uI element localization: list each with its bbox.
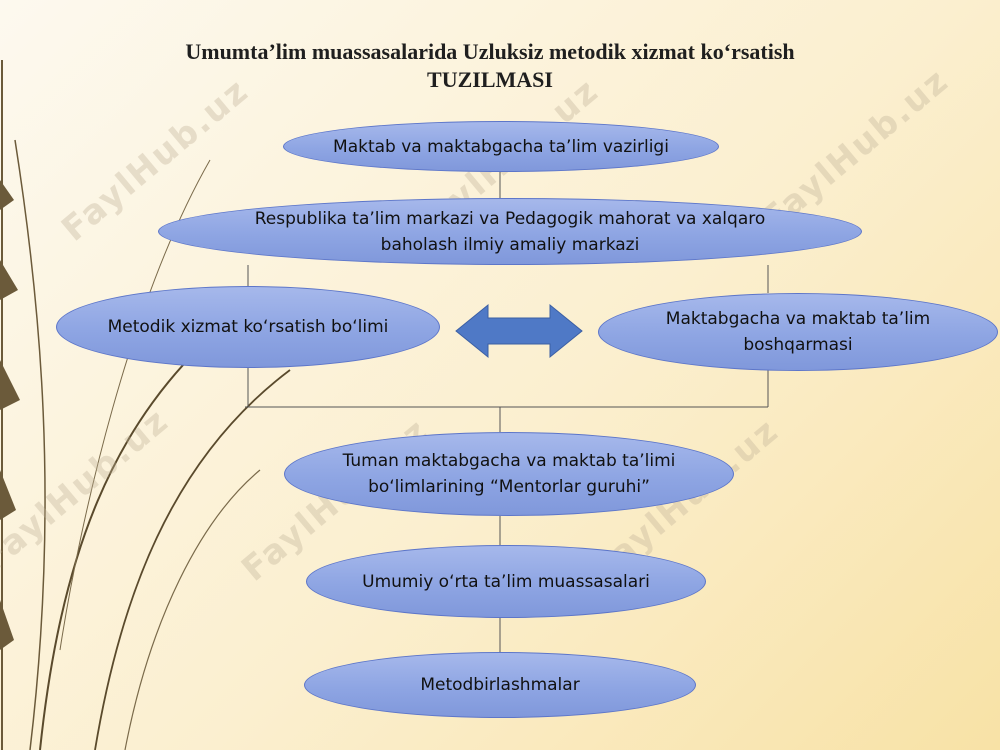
node-republic-center-line-2: baholash ilmiy amaliy markazi bbox=[380, 234, 640, 255]
node-ministry-label: Maktab va maktabgacha ta’lim vazirligi bbox=[333, 136, 669, 157]
node-methodical-department-label: Metodik xizmat ko‘rsatish bo‘limi bbox=[107, 317, 389, 337]
node-general-schools-label: Umumiy o‘rta ta’lim muassasalari bbox=[362, 571, 650, 592]
node-district-mentors-line-2: bo‘limlarining “Mentorlar guruhi” bbox=[368, 477, 650, 497]
node-education-administration-line-2: boshqarmasi bbox=[743, 335, 853, 355]
node-method-associations-label: Metodbirlashmalar bbox=[420, 675, 580, 695]
node-methodical-department: Metodik xizmat ko‘rsatish bo‘limi bbox=[56, 286, 440, 368]
node-republic-center: Respublika ta’lim markazi va Pedagogik m… bbox=[158, 198, 862, 265]
node-republic-center-line-1: Respublika ta’lim markazi va Pedagogik m… bbox=[254, 208, 766, 229]
title-line-1: Umumta’lim muassasalarida Uzluksiz metod… bbox=[185, 39, 795, 64]
node-ministry: Maktab va maktabgacha ta’lim vazirligi bbox=[283, 121, 719, 172]
node-education-administration-line-1: Maktabgacha va maktab ta’lim bbox=[665, 309, 931, 329]
node-general-schools: Umumiy o‘rta ta’lim muassasalari bbox=[306, 545, 706, 618]
node-method-associations: Metodbirlashmalar bbox=[304, 652, 696, 718]
node-district-mentors-line-1: Tuman maktabgacha va maktab ta’limi bbox=[342, 451, 676, 471]
page-title: Umumta’lim muassasalarida Uzluksiz metod… bbox=[100, 38, 880, 94]
double-arrow-icon bbox=[455, 303, 583, 359]
node-education-administration: Maktabgacha va maktab ta’lim boshqarmasi bbox=[598, 293, 998, 371]
title-line-2: TUZILMASI bbox=[427, 67, 553, 92]
node-district-mentors: Tuman maktabgacha va maktab ta’limi bo‘l… bbox=[284, 432, 734, 516]
